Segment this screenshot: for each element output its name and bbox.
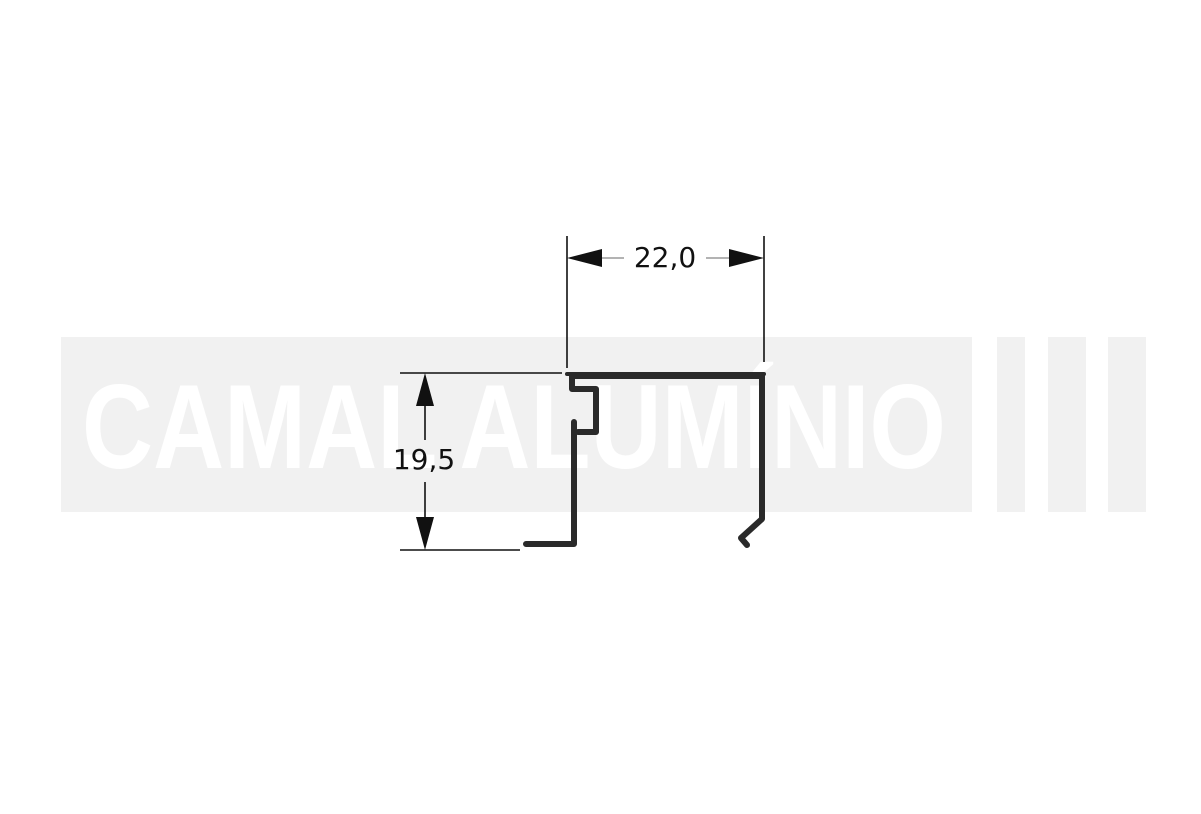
watermark-stripe-1	[997, 337, 1025, 512]
width-arrow-left	[567, 249, 602, 267]
width-label: 22,0	[634, 241, 696, 274]
aluminium-profile	[523, 372, 766, 548]
watermark-text: CAMAL ALUMÍNIO	[82, 360, 946, 494]
watermark: CAMAL ALUMÍNIO	[61, 337, 1146, 512]
height-dimension: 19,5	[393, 373, 455, 550]
width-dimension: 22,0	[567, 241, 764, 274]
watermark-stripe-2	[1048, 337, 1086, 512]
watermark-band	[61, 337, 972, 512]
watermark-stripe-3	[1108, 337, 1146, 512]
width-arrow-right	[729, 249, 764, 267]
height-arrow-bottom	[416, 517, 434, 550]
height-arrow-top	[416, 373, 434, 406]
profile-right-leg	[738, 373, 765, 548]
height-label: 19,5	[393, 443, 455, 476]
